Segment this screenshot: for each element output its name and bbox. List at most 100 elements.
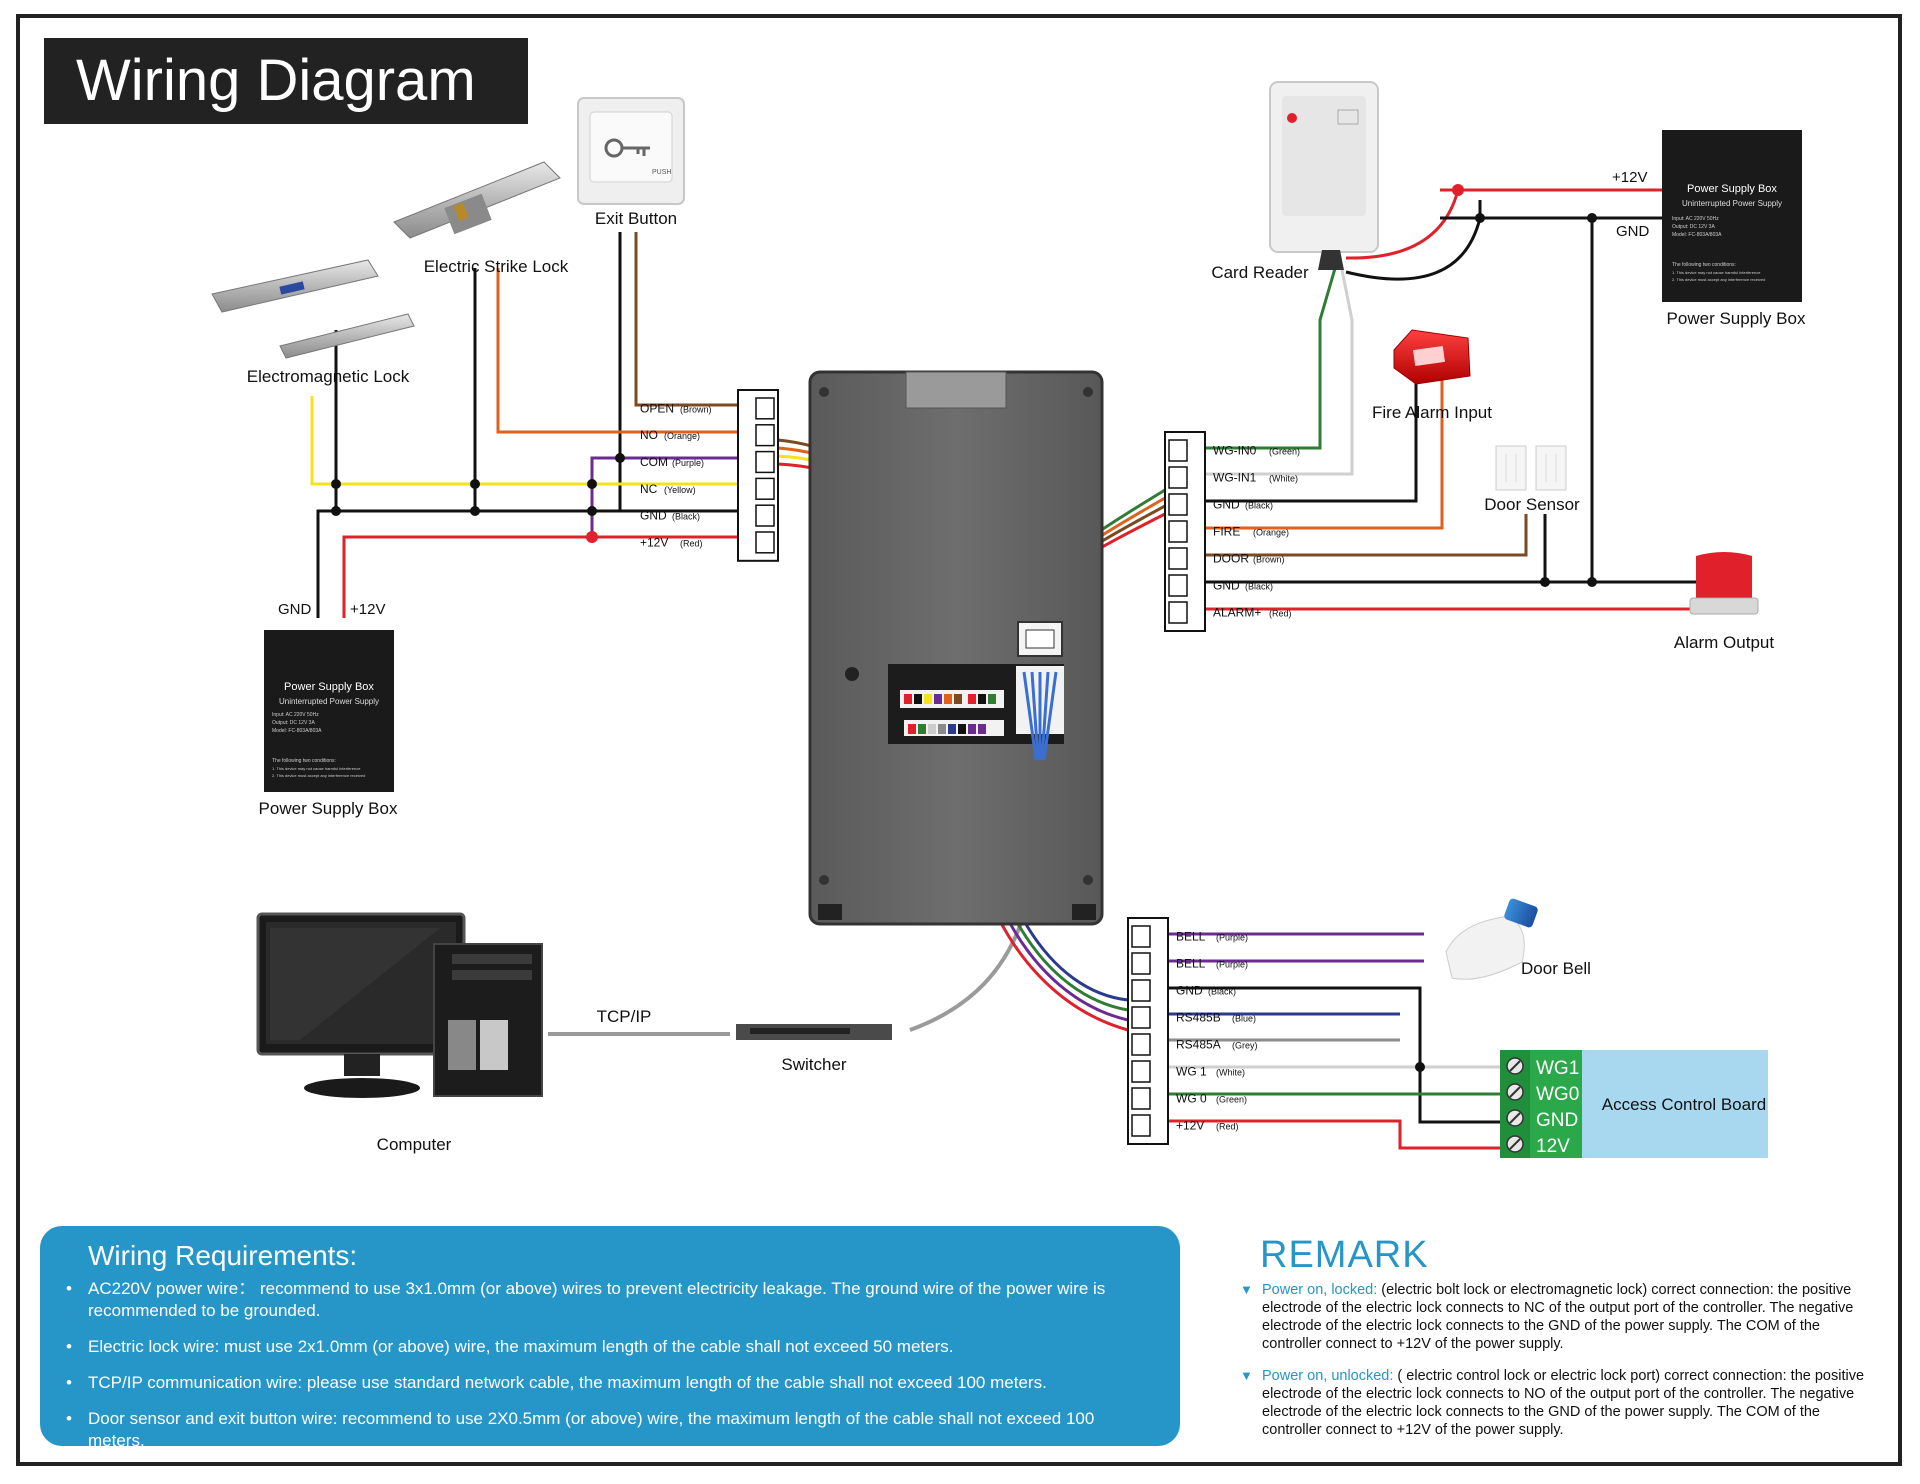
terminal-color: (Black) — [1245, 501, 1273, 511]
terminal-color: (Brown) — [1253, 555, 1285, 565]
terminal-label: OPEN — [640, 401, 674, 415]
exit-button-label: Exit Button — [595, 209, 677, 228]
door-sensor-device — [1495, 445, 1567, 491]
wire-com-purple — [590, 456, 738, 537]
board-terminal-label: WG0 — [1536, 1084, 1579, 1105]
terminal-slot — [1131, 1033, 1151, 1056]
terminal-color: (Orange) — [664, 431, 700, 441]
alarm-output-label: Alarm Output — [1674, 633, 1774, 652]
wire-open-brown — [634, 232, 738, 407]
terminal-slot — [755, 450, 775, 474]
remark-unlocked-label: Power on, unlocked: — [1262, 1368, 1394, 1384]
terminal-slot — [1131, 979, 1151, 1002]
terminal-slot — [1168, 439, 1188, 462]
terminal-color: (Black) — [1245, 582, 1273, 592]
terminal-label: WG-IN1 — [1213, 471, 1257, 485]
left-gnd-label: GND — [278, 601, 312, 618]
power-supply-box-right-label: Power Supply Box — [1667, 309, 1806, 328]
page-title: Wiring Diagram — [44, 38, 528, 124]
terminal-slot — [1168, 493, 1188, 516]
right-gnd-label: GND — [1616, 223, 1650, 240]
wire-wgin1-white — [1205, 269, 1354, 476]
terminal-label: WG 0 — [1176, 1092, 1207, 1106]
terminal-label: DOOR — [1213, 552, 1249, 566]
terminal-slot — [1168, 547, 1188, 570]
terminal-color: (Purple) — [1216, 960, 1248, 970]
tcpip-label: TCP/IP — [597, 1007, 652, 1026]
terminal-color: (Black) — [1208, 987, 1236, 997]
remark-locked: ▼ Power on, locked: (electric bolt lock … — [1240, 1281, 1880, 1353]
terminal-slot — [1131, 1087, 1151, 1110]
terminal-color: (Red) — [1216, 1122, 1239, 1132]
terminal-label: GND — [1176, 984, 1203, 998]
remark-locked-text: (electric bolt lock or electromagnetic l… — [1262, 1282, 1854, 1352]
requirement-item: Electric lock wire: must use 2x1.0mm (or… — [66, 1336, 1150, 1358]
electric-strike-lock-device — [393, 161, 561, 239]
terminal-color: (White) — [1269, 474, 1298, 484]
remark-section: REMARK ▼ Power on, locked: (electric bol… — [1240, 1234, 1880, 1453]
left-wiring — [310, 232, 738, 618]
terminal-color: (Red) — [680, 538, 703, 548]
board-terminal-label: GND — [1536, 1110, 1578, 1131]
requirements-list: AC220V power wire： recommend to use 3x1.… — [66, 1278, 1150, 1452]
switcher-device — [736, 1024, 892, 1040]
svg-text:Output: DC 12V 3A: Output: DC 12V 3A — [272, 720, 315, 726]
svg-text:2. This device must accept any: 2. This device must accept any interfere… — [1672, 277, 1765, 282]
terminal-color: (Green) — [1216, 1095, 1247, 1105]
terminal-label: NO — [640, 428, 658, 442]
door-sensor-label: Door Sensor — [1484, 495, 1580, 514]
terminal-block-bottom: BELL(Purple)BELL(Purple)GND(Black)RS485B… — [1127, 917, 1258, 1145]
wire-gnd-black — [316, 509, 738, 618]
wire-gnd3-black — [1168, 986, 1500, 1124]
terminal-color: (Grey) — [1232, 1041, 1258, 1051]
power-supply-box-left: Power Supply Box Uninterrupted Power Sup… — [264, 630, 394, 792]
triangle-down-icon: ▼ — [1240, 1368, 1253, 1383]
power-supply-box-left-label: Power Supply Box — [259, 799, 398, 818]
terminal-color: (Blue) — [1232, 1014, 1256, 1024]
svg-text:Model: FC-803A/803A: Model: FC-803A/803A — [272, 728, 322, 734]
terminal-label: +12V — [1176, 1119, 1204, 1133]
terminal-color: (Black) — [672, 512, 700, 522]
wire-reader-red — [1345, 189, 1460, 260]
terminal-block-left: OPEN(Brown)NO(Orange)COM(Purple)NC(Yello… — [640, 389, 779, 562]
svg-text:Output: DC 12V 3A: Output: DC 12V 3A — [1672, 224, 1715, 230]
terminal-label: RS485A — [1176, 1038, 1221, 1052]
terminal-label: GND — [1213, 579, 1240, 593]
terminal-slot — [1131, 1006, 1151, 1029]
wiring-requirements-panel: Wiring Requirements: AC220V power wire： … — [40, 1226, 1180, 1450]
card-reader-device — [1269, 81, 1379, 270]
terminal-label: FIRE — [1213, 525, 1240, 539]
svg-text:1. This device may not cause h: 1. This device may not cause harmful int… — [1672, 270, 1761, 275]
terminal-label: BELL — [1176, 957, 1206, 971]
svg-text:2. This device must accept any: 2. This device must accept any interfere… — [272, 773, 365, 778]
electromagnetic-lock-label: Electromagnetic Lock — [247, 367, 410, 386]
terminal-color: (Brown) — [680, 404, 712, 414]
exit-push-text: PUSH — [652, 169, 671, 176]
card-reader-label: Card Reader — [1211, 263, 1309, 282]
svg-text:Power Supply Box: Power Supply Box — [1687, 183, 1777, 195]
terminal-slot — [755, 477, 775, 500]
electromagnetic-lock-device — [211, 259, 415, 359]
terminal-color: (Purple) — [672, 458, 704, 468]
terminal-color: (White) — [1216, 1068, 1245, 1078]
terminal-color: (Orange) — [1253, 528, 1289, 538]
terminal-slot — [755, 531, 775, 554]
key-icon — [604, 138, 650, 158]
terminal-slot — [1168, 520, 1188, 543]
rj45-wires — [1022, 671, 1058, 761]
terminal-label: WG 1 — [1176, 1065, 1207, 1079]
terminal-label: ALARM+ — [1213, 606, 1261, 620]
wire-door-brown — [1205, 514, 1528, 557]
terminal-label: COM — [640, 455, 668, 469]
bottom-wiring — [1168, 932, 1500, 1150]
svg-text:Input: AC 220V 50Hz: Input: AC 220V 50Hz — [1672, 216, 1719, 222]
triangle-down-icon: ▼ — [1240, 1282, 1253, 1297]
requirement-item: Door sensor and exit button wire: recomm… — [66, 1408, 1150, 1452]
terminal-slot — [1131, 1060, 1151, 1083]
diagram-frame — [16, 14, 1902, 1466]
terminal-slot — [1131, 1114, 1151, 1137]
electric-strike-lock-label: Electric Strike Lock — [424, 257, 569, 276]
terminal-label: NC — [640, 482, 658, 496]
